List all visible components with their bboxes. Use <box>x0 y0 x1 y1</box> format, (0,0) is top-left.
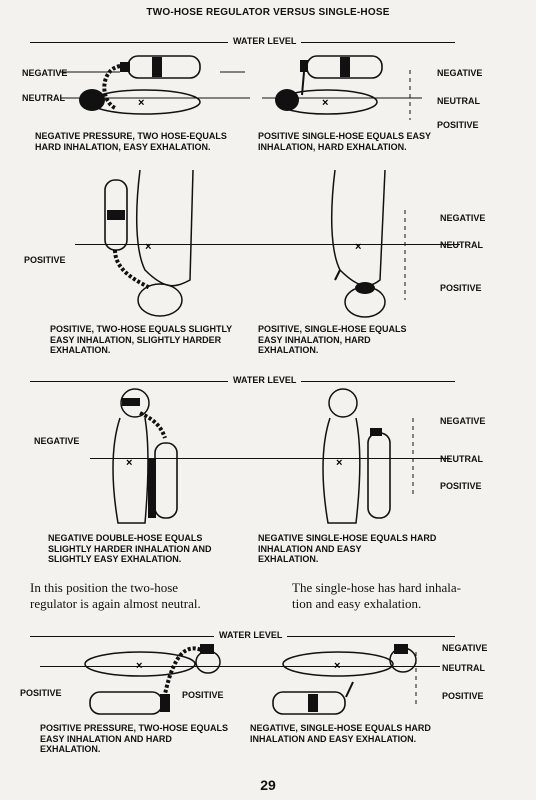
diagram-double-hose-negative: × <box>112 388 178 524</box>
neutral-line <box>40 666 440 667</box>
caption: POSITIVE SINGLE-HOSE EQUALS EASY INHALAT… <box>258 131 432 152</box>
svg-text:×: × <box>334 660 340 672</box>
water-level-label: WATER LEVEL <box>228 36 302 46</box>
caption: NEGATIVE DOUBLE-HOSE EQUALS SLIGHTLY HAR… <box>48 533 212 564</box>
diagram-two-hose-positive: × <box>104 169 194 317</box>
label-positive: POSITIVE <box>182 690 224 700</box>
page-title: TWO-HOSE REGULATOR VERSUS SINGLE-HOSE <box>146 7 390 18</box>
label-positive: POSITIVE <box>24 255 66 265</box>
label-negative: NEGATIVE <box>442 643 488 653</box>
svg-text:×: × <box>355 241 361 253</box>
caption: NEGATIVE PRESSURE, TWO HOSE-EQUALS HARD … <box>35 131 227 152</box>
svg-text:×: × <box>322 97 328 109</box>
caption: POSITIVE, SINGLE-HOSE EQUALS EASY INHALA… <box>258 324 407 355</box>
diagram-single-hose-positive: × <box>262 55 422 120</box>
water-level-label: WATER LEVEL <box>214 630 288 640</box>
diagram-two-hose-negative: × <box>60 55 250 115</box>
label-neutral: NEUTRAL <box>440 240 483 250</box>
diagram-single-hose-positive-vertical: × <box>331 169 406 318</box>
water-level-label: WATER LEVEL <box>228 375 302 385</box>
label-positive: POSITIVE <box>440 283 482 293</box>
svg-text:×: × <box>145 241 151 253</box>
label-negative: NEGATIVE <box>34 436 80 446</box>
label-negative: NEGATIVE <box>437 68 483 78</box>
caption: NEGATIVE SINGLE-HOSE EQUALS HARD INHALAT… <box>258 533 437 564</box>
caption: POSITIVE, TWO-HOSE EQUALS SLIGHTLY EASY … <box>50 324 233 355</box>
label-neutral: NEUTRAL <box>442 663 485 673</box>
diagram-two-hose-positive-facedown: × <box>84 644 221 715</box>
label-negative: NEGATIVE <box>440 416 486 426</box>
label-neutral: NEUTRAL <box>440 454 483 464</box>
page-number: 29 <box>260 777 276 793</box>
neutral-line <box>90 458 450 459</box>
body-paragraph-right: The single-hose has hard inhala- tion an… <box>292 580 461 611</box>
label-positive: POSITIVE <box>20 688 62 698</box>
svg-text:×: × <box>336 457 342 469</box>
body-paragraph-left: In this position the two-hose regulator … <box>30 580 201 611</box>
caption: NEGATIVE, SINGLE-HOSE EQUALS HARD INHALA… <box>250 723 431 744</box>
diagram-single-hose-negative-upright: × <box>322 388 414 524</box>
svg-text:×: × <box>138 97 144 109</box>
label-neutral: NEUTRAL <box>22 93 65 103</box>
diagram-single-hose-negative-facedown: × <box>272 644 417 715</box>
neutral-line <box>75 244 460 245</box>
label-negative: NEGATIVE <box>440 213 486 223</box>
label-positive: POSITIVE <box>440 481 482 491</box>
label-negative: NEGATIVE <box>22 68 68 78</box>
label-neutral: NEUTRAL <box>437 96 480 106</box>
label-positive: POSITIVE <box>437 120 479 130</box>
caption: POSITIVE PRESSURE, TWO-HOSE EQUALS EASY … <box>40 723 229 754</box>
svg-text:×: × <box>126 457 132 469</box>
label-positive: POSITIVE <box>442 691 484 701</box>
